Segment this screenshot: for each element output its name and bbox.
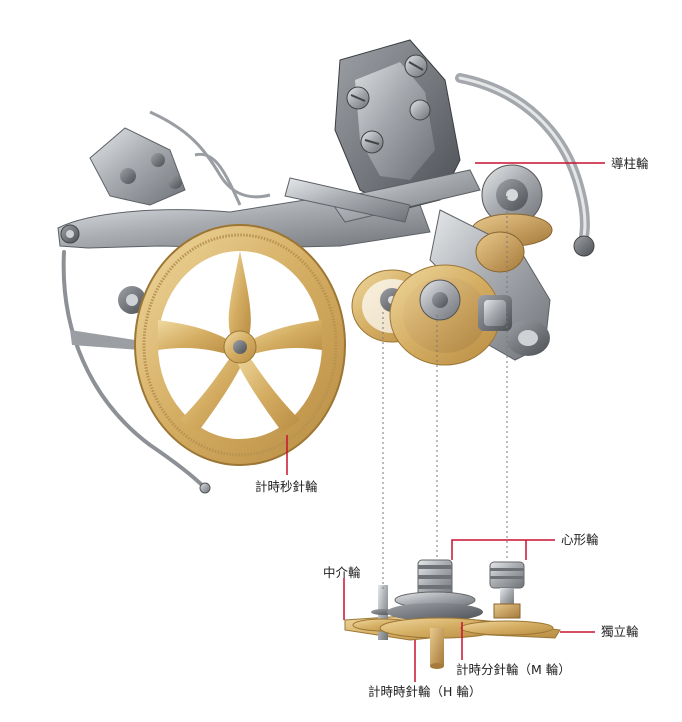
seconds-wheel [134, 224, 346, 466]
bracket-top-left [89, 127, 186, 206]
label-heart-cam: 心形輪 [561, 532, 599, 547]
label-minute-wheel: 計時分針輪（M 輪） [456, 662, 571, 677]
minute-wheel-upper [389, 264, 501, 366]
mechanism-illustration [57, 39, 595, 494]
bridge-screw-4 [409, 99, 431, 121]
exploded-wheel-stack [344, 559, 561, 669]
leader-lines [286, 162, 605, 682]
minute-wheel-lower [379, 559, 501, 669]
label-independent-wheel: 獨立輪 [601, 624, 639, 639]
spring-wire [61, 250, 207, 490]
label-seconds-wheel: 計時秒針輪 [255, 479, 318, 494]
leader-heart-cam [451, 539, 555, 560]
label-column-wheel: 導柱輪 [611, 156, 649, 171]
guide-lines [382, 196, 508, 590]
label-hour-wheel: 計時時針輪（H 輪） [368, 684, 482, 699]
label-intermediate-wheel: 中介輪 [323, 565, 361, 580]
heart-cam-upper [475, 231, 525, 331]
heart-cam-lower [460, 561, 554, 636]
